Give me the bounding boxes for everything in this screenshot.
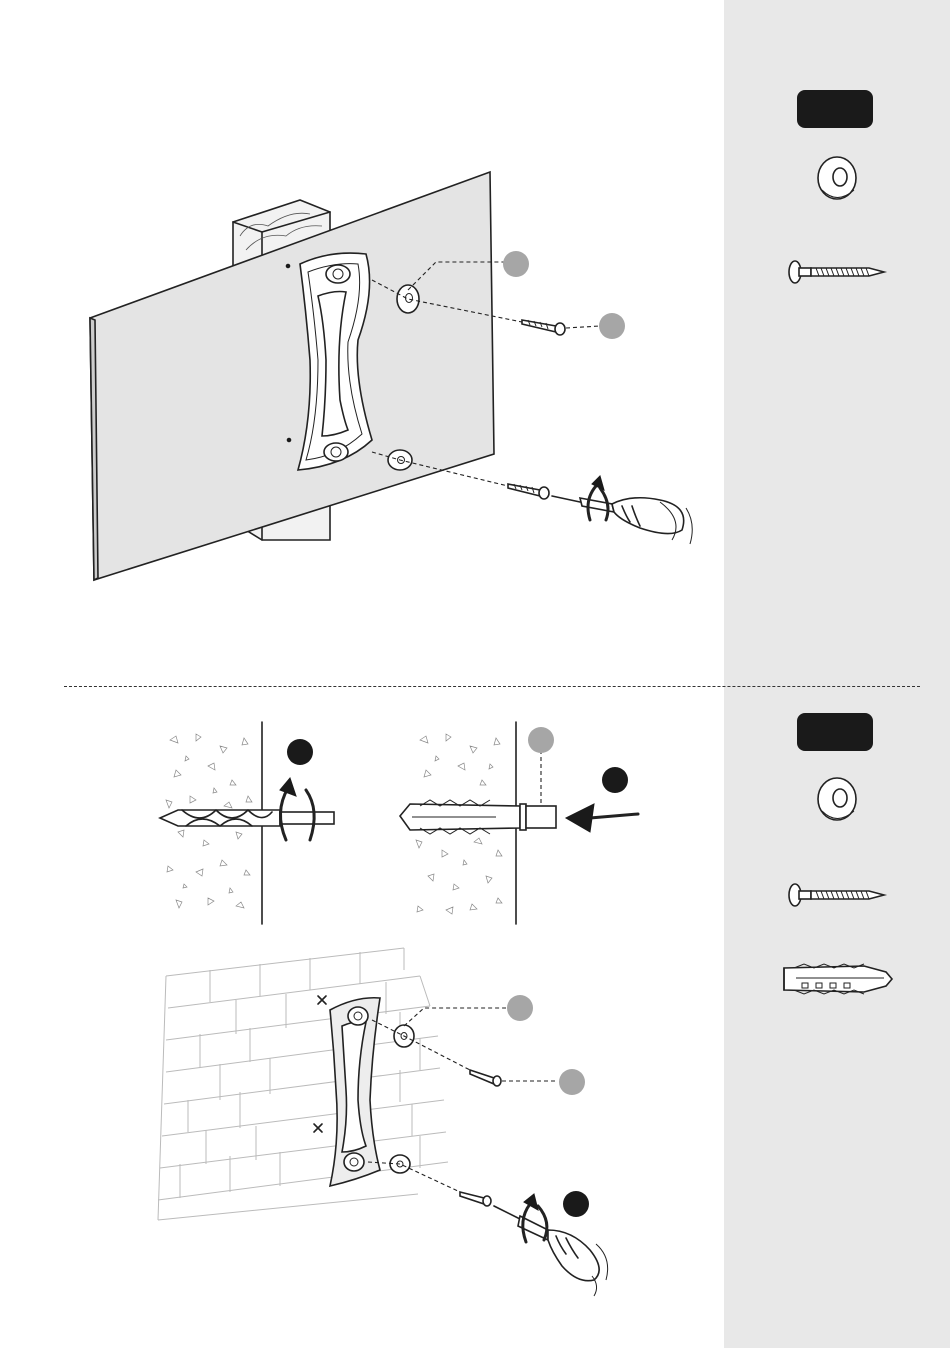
wall-bracket xyxy=(330,998,380,1186)
wall-plug-icon xyxy=(784,964,892,994)
wood-screw-icon xyxy=(508,484,549,499)
screwdriver-icon xyxy=(494,1206,608,1296)
callout-plug xyxy=(528,727,554,753)
washer-icon xyxy=(818,157,856,199)
wood-screw-icon xyxy=(470,1070,501,1086)
parts-badge-bottom xyxy=(797,713,873,751)
washer-icon xyxy=(390,1155,410,1173)
washer-icon xyxy=(818,778,856,820)
section-divider xyxy=(64,686,920,687)
step1-illustration xyxy=(0,0,724,680)
callout-screw xyxy=(599,313,625,339)
parts-sidebar xyxy=(724,0,950,1348)
wood-screw-icon xyxy=(789,261,884,283)
push-arrow-icon xyxy=(566,804,638,832)
callout-washer xyxy=(507,995,533,1021)
wood-screw-icon xyxy=(460,1192,491,1206)
callout-washer xyxy=(503,251,529,277)
step2-bracket-illustration xyxy=(0,940,724,1348)
brick-wall xyxy=(158,948,448,1220)
callout-insert xyxy=(602,767,628,793)
drill-mark-icon xyxy=(314,1124,322,1132)
rotate-arrow-icon xyxy=(588,476,608,520)
step2-plug-illustration xyxy=(0,700,724,940)
callout-screw xyxy=(559,1069,585,1095)
wall-plug-icon xyxy=(400,800,556,834)
callout-tighten xyxy=(563,1191,589,1217)
drill-mark-icon xyxy=(318,996,326,1004)
washer-icon xyxy=(397,285,419,313)
screwdriver-icon xyxy=(552,496,692,544)
wood-screw-icon xyxy=(789,884,884,906)
sidebar-parts-drawing xyxy=(724,0,950,1348)
wood-screw-icon xyxy=(522,320,565,335)
